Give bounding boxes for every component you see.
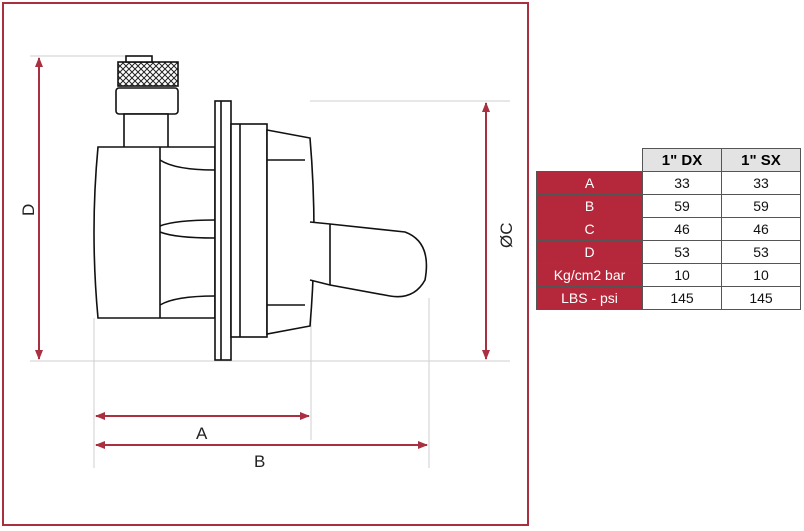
knob-base xyxy=(115,87,179,115)
dimension-lines xyxy=(35,57,490,449)
drawing-frame xyxy=(2,2,529,526)
dimension-c-label: ØC xyxy=(497,223,516,249)
row-label: C xyxy=(536,217,643,241)
lever xyxy=(309,221,428,298)
row-label: B xyxy=(536,194,643,218)
valve-body xyxy=(93,55,428,361)
table-row: Kg/cm2 bar 10 10 xyxy=(536,263,801,287)
row-label: A xyxy=(536,171,643,195)
dimension-d-label: D xyxy=(19,204,38,216)
value-sx: 53 xyxy=(721,240,801,264)
valve-stem xyxy=(123,113,169,149)
value-dx: 33 xyxy=(642,171,722,195)
value-sx: 46 xyxy=(721,217,801,241)
table-row: LBS - psi 145 145 xyxy=(536,286,801,310)
row-label: D xyxy=(536,240,643,264)
value-sx: 10 xyxy=(721,263,801,287)
table-row: B 59 59 xyxy=(536,194,801,218)
value-sx: 59 xyxy=(721,194,801,218)
table-row: A 33 33 xyxy=(536,171,801,195)
value-dx: 59 xyxy=(642,194,722,218)
value-sx: 33 xyxy=(721,171,801,195)
technical-drawing: A B D ØC xyxy=(19,55,516,471)
row-label: Kg/cm2 bar xyxy=(536,263,643,287)
hex-body xyxy=(93,146,216,319)
dimension-a-label: A xyxy=(196,424,208,443)
collar xyxy=(230,123,268,338)
table-row: C 46 46 xyxy=(536,217,801,241)
knob-cap xyxy=(125,55,153,63)
flange xyxy=(214,100,232,361)
knurled-knob xyxy=(117,61,179,87)
header-dx: 1" DX xyxy=(642,148,722,172)
header-sx: 1" SX xyxy=(721,148,801,172)
table-row: D 53 53 xyxy=(536,240,801,264)
value-dx: 53 xyxy=(642,240,722,264)
dimension-b-label: B xyxy=(254,452,265,471)
row-label: LBS - psi xyxy=(536,286,643,310)
table-header-row: 1" DX 1" SX xyxy=(537,148,801,172)
value-dx: 10 xyxy=(642,263,722,287)
value-sx: 145 xyxy=(721,286,801,310)
spec-table: 1" DX 1" SX A 33 33 B 59 59 C 46 46 D 53… xyxy=(536,148,801,310)
value-dx: 145 xyxy=(642,286,722,310)
value-dx: 46 xyxy=(642,217,722,241)
header-blank-cell xyxy=(537,149,643,172)
